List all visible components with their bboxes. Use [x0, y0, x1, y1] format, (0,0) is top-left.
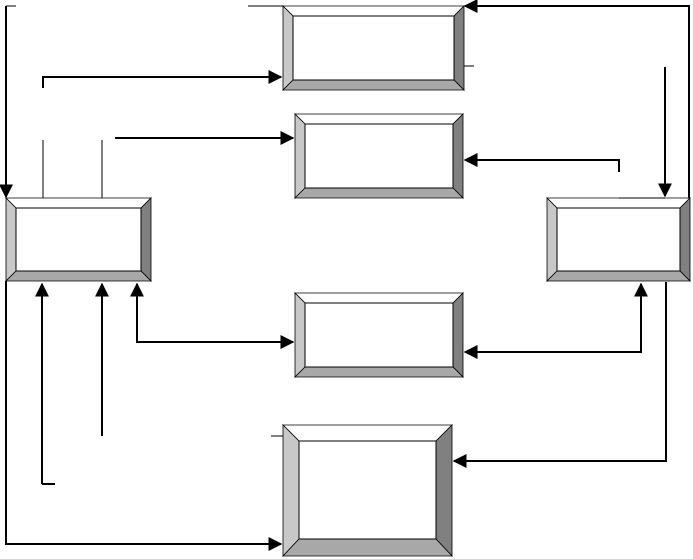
- box-upper-center: [294, 113, 464, 199]
- box-lower-center: [294, 292, 464, 378]
- box-top-center: [282, 5, 465, 91]
- connector-right-lower-center: [463, 282, 648, 359]
- connector-right-border-to-top-center: [463, 0, 690, 198]
- connector-left-lower-center: [130, 282, 295, 349]
- box-right: [546, 197, 691, 282]
- connector-up-into-left-box-a: [42, 284, 55, 485]
- connector-to-top-center-box: [42, 70, 283, 88]
- box-left: [5, 197, 152, 282]
- connector-right-to-upper-center: [463, 153, 620, 172]
- connector-left-to-bottom-center: [5, 281, 283, 551]
- box-bottom-center: [282, 424, 453, 558]
- connector-right-to-bottom-center: [452, 282, 667, 468]
